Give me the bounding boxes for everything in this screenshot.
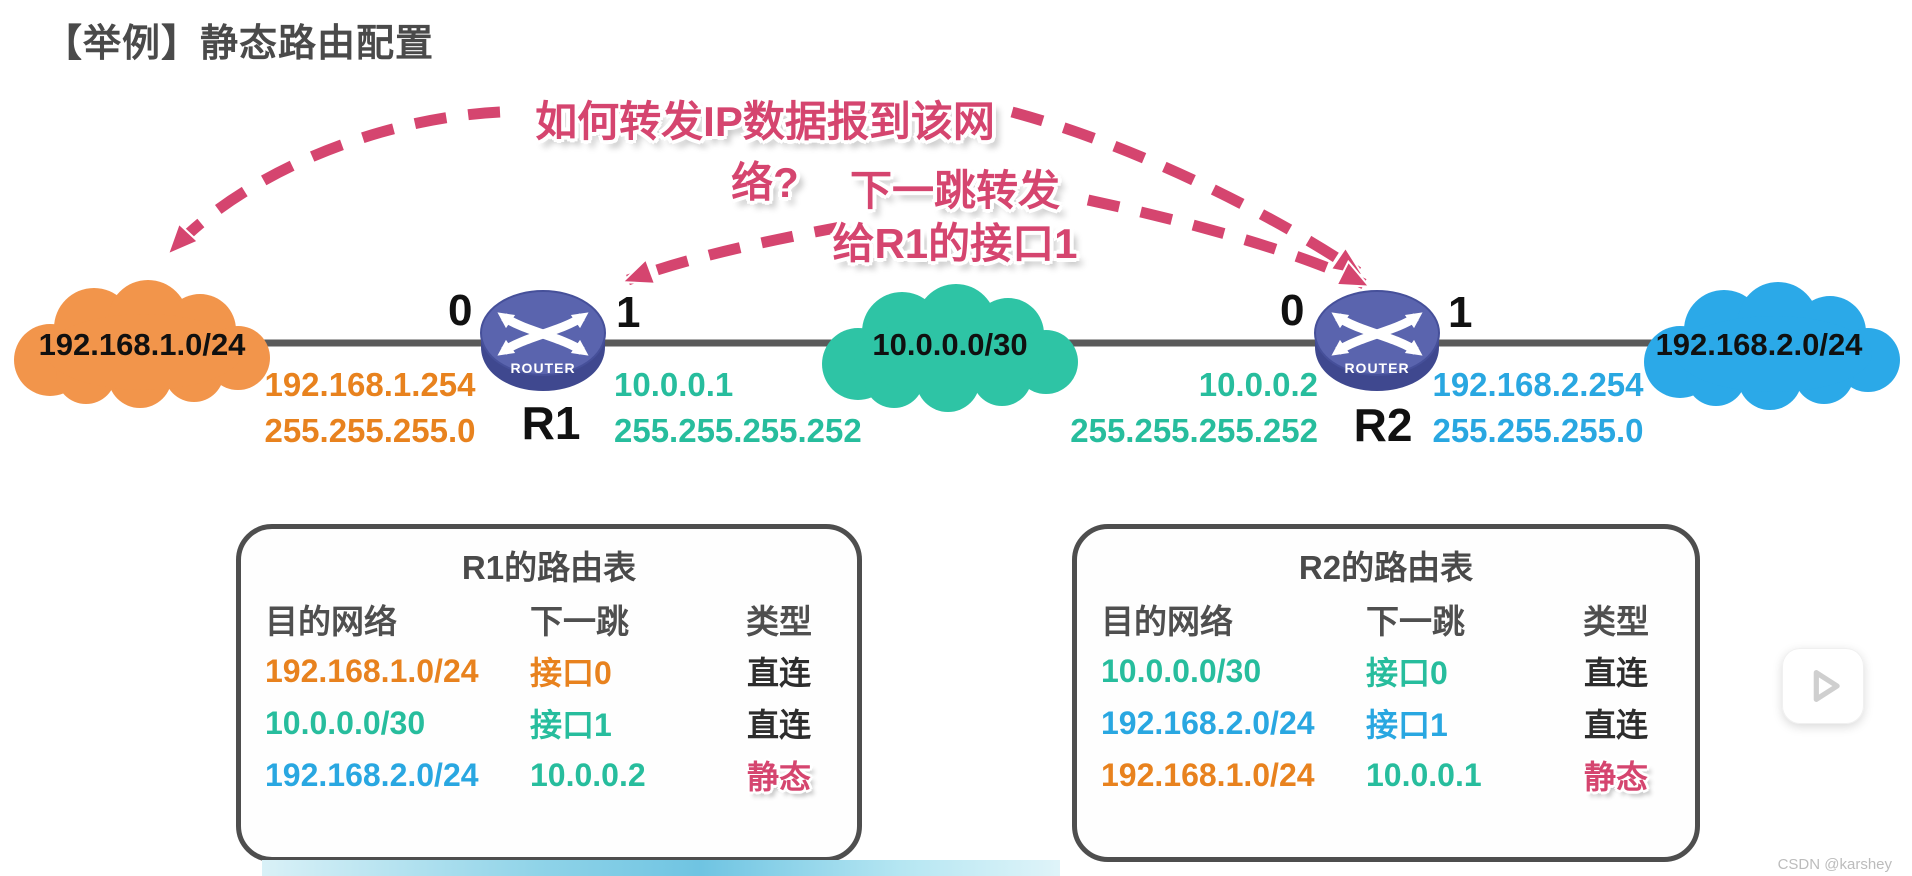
r2-table-title: R2的路由表 — [1298, 549, 1474, 586]
r2-header-dest: 目的网络 — [1101, 603, 1233, 640]
r2-if0-ip: 10.0.0.2 — [1198, 366, 1318, 403]
r1-header-type: 类型 — [746, 603, 812, 640]
annotation-next-hop-line2: 给R1的接口1 — [832, 220, 1078, 267]
r2-row3-hop: 10.0.0.1 — [1366, 756, 1482, 793]
r1-if1-address: 10.0.0.1 255.255.255.252 — [614, 362, 862, 454]
r1-if0-mask: 255.255.255.0 — [264, 412, 476, 449]
bottom-video-strip — [262, 860, 1060, 876]
arrow-question-to-r2-upper — [1010, 106, 1358, 272]
r2-row3-type: 静态 — [1583, 759, 1648, 795]
r1-row3-hop: 10.0.0.2 — [530, 756, 646, 793]
r1-name: R1 — [521, 397, 581, 449]
r2-if1-ip: 192.168.2.254 — [1432, 366, 1644, 403]
r2-row2-type: 直连 — [1583, 707, 1648, 743]
routing-table-r1: R1的路由表 目的网络 下一跳 类型 192.168.1.0/24 接口0 直连… — [236, 524, 862, 862]
r1-header-dest: 目的网络 — [265, 603, 397, 640]
arrow-nexthop-to-r1-if1 — [628, 220, 848, 286]
r1-brand-label: ROUTER — [510, 360, 576, 376]
play-icon — [1813, 670, 1840, 702]
r2-if0-address: 10.0.0.2 255.255.255.252 — [1030, 362, 1318, 454]
cloud-net2-label: 192.168.2.0/24 — [1655, 327, 1863, 362]
r2-row2-hop: 接口1 — [1366, 707, 1448, 743]
routing-table-r2: R2的路由表 目的网络 下一跳 类型 10.0.0.0/30 接口0 直连 19… — [1072, 524, 1700, 862]
annotation-next-hop-line1: 下一跳转发 — [849, 167, 1060, 214]
r1-row2-type: 直连 — [746, 707, 811, 743]
r1-row3-type: 静态 — [746, 759, 811, 795]
r2-name: R2 — [1353, 399, 1413, 451]
r1-if1-ip: 10.0.0.1 — [614, 366, 734, 403]
r2-row2-dest: 192.168.2.0/24 — [1101, 704, 1315, 741]
r2-row3-dest: 192.168.1.0/24 — [1101, 756, 1315, 793]
r2-header-nexthop: 下一跳 — [1366, 603, 1465, 640]
r2-row1-dest: 10.0.0.0/30 — [1101, 652, 1262, 689]
cloud-wan-label: 10.0.0.0/30 — [872, 327, 1028, 362]
r1-if1-mask: 255.255.255.252 — [614, 412, 862, 449]
r1-row2-hop: 接口1 — [530, 707, 612, 743]
watermark: CSDN @karshey — [1777, 856, 1892, 873]
r1-row1-hop: 接口0 — [530, 655, 612, 691]
r1-port0-label: 0 — [448, 286, 473, 335]
r1-row2-dest: 10.0.0.0/30 — [265, 704, 426, 741]
r2-row1-hop: 接口0 — [1366, 655, 1448, 691]
r2-brand-label: ROUTER — [1344, 360, 1410, 376]
r2-port0-label: 0 — [1280, 286, 1305, 335]
r1-header-nexthop: 下一跳 — [530, 603, 629, 640]
r1-port1-label: 1 — [616, 288, 641, 337]
r1-if0-address: 192.168.1.254 255.255.255.0 — [240, 362, 500, 454]
r2-if1-mask: 255.255.255.0 — [1432, 412, 1644, 449]
r1-table-title: R1的路由表 — [461, 549, 637, 586]
r2-port1-label: 1 — [1448, 288, 1473, 337]
r1-row1-type: 直连 — [746, 655, 811, 691]
cloud-net1-label: 192.168.1.0/24 — [38, 327, 246, 362]
r2-if0-mask: 255.255.255.252 — [1070, 412, 1318, 449]
arrow-question-to-net1 — [172, 106, 501, 250]
r1-row3-dest: 192.168.2.0/24 — [265, 756, 479, 793]
r1-if0-ip: 192.168.1.254 — [264, 366, 476, 403]
r2-if1-address: 192.168.2.254 255.255.255.0 — [1400, 362, 1676, 454]
annotation-next-hop: 下一跳转发 给R1的接口1 — [775, 164, 1135, 270]
r2-header-type: 类型 — [1583, 603, 1649, 640]
r2-row1-type: 直连 — [1583, 655, 1648, 691]
r1-row1-dest: 192.168.1.0/24 — [265, 652, 479, 689]
page-title: 【举例】静态路由配置 — [44, 23, 435, 65]
play-button[interactable] — [1782, 648, 1864, 724]
annotation-question: 如何转发IP数据报到该网络? — [535, 98, 995, 206]
